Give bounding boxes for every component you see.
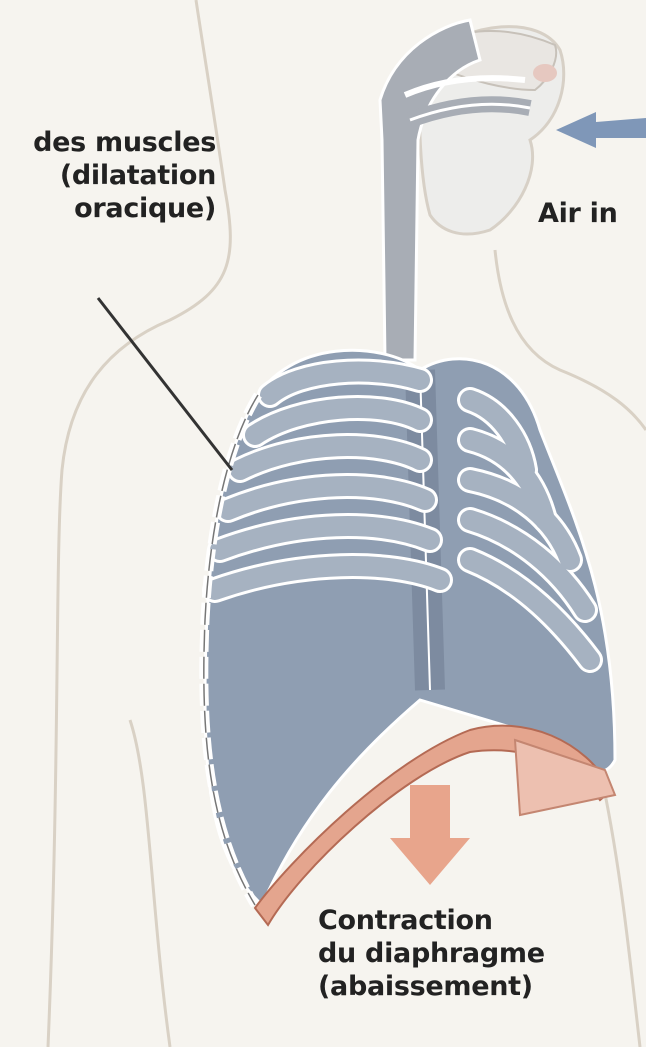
muscles-label: des muscles (dilatation oracique) [0, 127, 216, 226]
air-inlet-label: Air in [538, 198, 618, 231]
muscles-label-line1: des muscles [0, 127, 216, 160]
muscle-pointer-line [98, 298, 232, 470]
diaphragm-label-line3: (abaissement) [318, 971, 545, 1004]
down-arrow-icon [390, 785, 470, 885]
diaphragm-label-line1: Contraction [318, 905, 545, 938]
muscles-label-line2: (dilatation [0, 160, 216, 193]
diaphragm-label: Contraction du diaphragme (abaissement) [318, 905, 545, 1004]
diaphragm-label-line2: du diaphragme [318, 938, 545, 971]
left-arrow-icon [556, 112, 646, 148]
muscles-label-line3: oracique) [0, 193, 216, 226]
